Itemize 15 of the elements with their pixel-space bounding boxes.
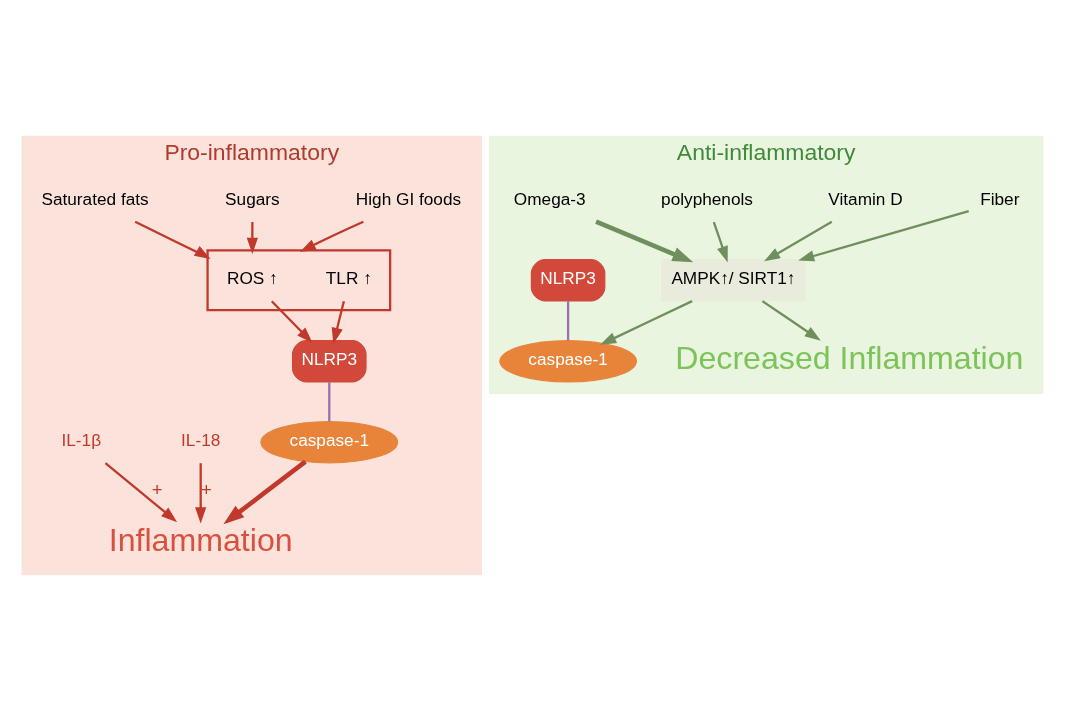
node-text: High GI foods	[355, 189, 462, 210]
node-text: polyphenols	[661, 189, 753, 210]
node-text: IL-18	[181, 430, 221, 451]
node-text: Omega-3	[513, 189, 586, 210]
node-text: Sugars	[225, 189, 280, 210]
node-text: Fiber	[980, 189, 1020, 210]
node-text: Inflammation	[108, 521, 293, 558]
node-text: ROS ↑	[226, 268, 278, 289]
node-text: IL-1β	[61, 430, 102, 451]
node-text: Saturated fats	[41, 189, 149, 210]
node-text: TLR ↑	[325, 268, 372, 289]
edge-label: +	[151, 478, 163, 500]
node-text: Decreased Inflammation	[675, 340, 1024, 377]
node-text: Vitamin D	[828, 189, 903, 210]
edge-label: +	[201, 478, 212, 500]
